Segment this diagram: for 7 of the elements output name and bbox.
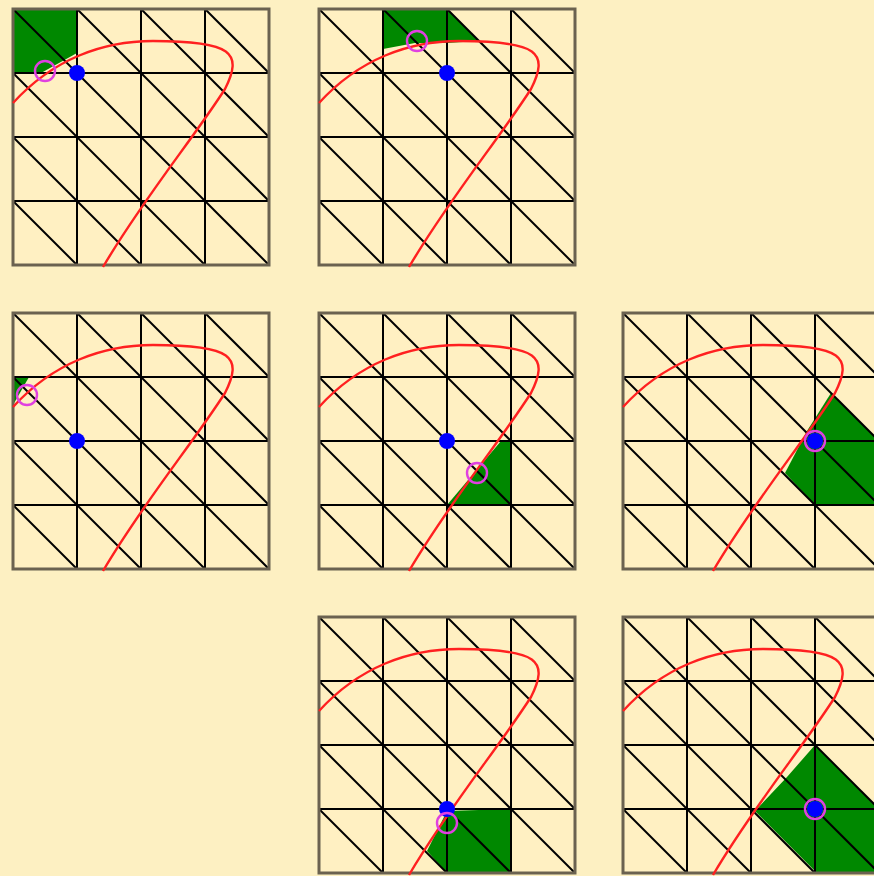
triangle-mesh-drawing (318, 312, 576, 570)
triangle-mesh-drawing (318, 616, 576, 874)
triangle-mesh-drawing (12, 312, 270, 570)
triangle-mesh-drawing (622, 616, 874, 874)
triangle-mesh-drawing (318, 8, 576, 266)
triangle-mesh-drawing (622, 312, 874, 570)
triangle-mesh-drawing (12, 8, 270, 266)
